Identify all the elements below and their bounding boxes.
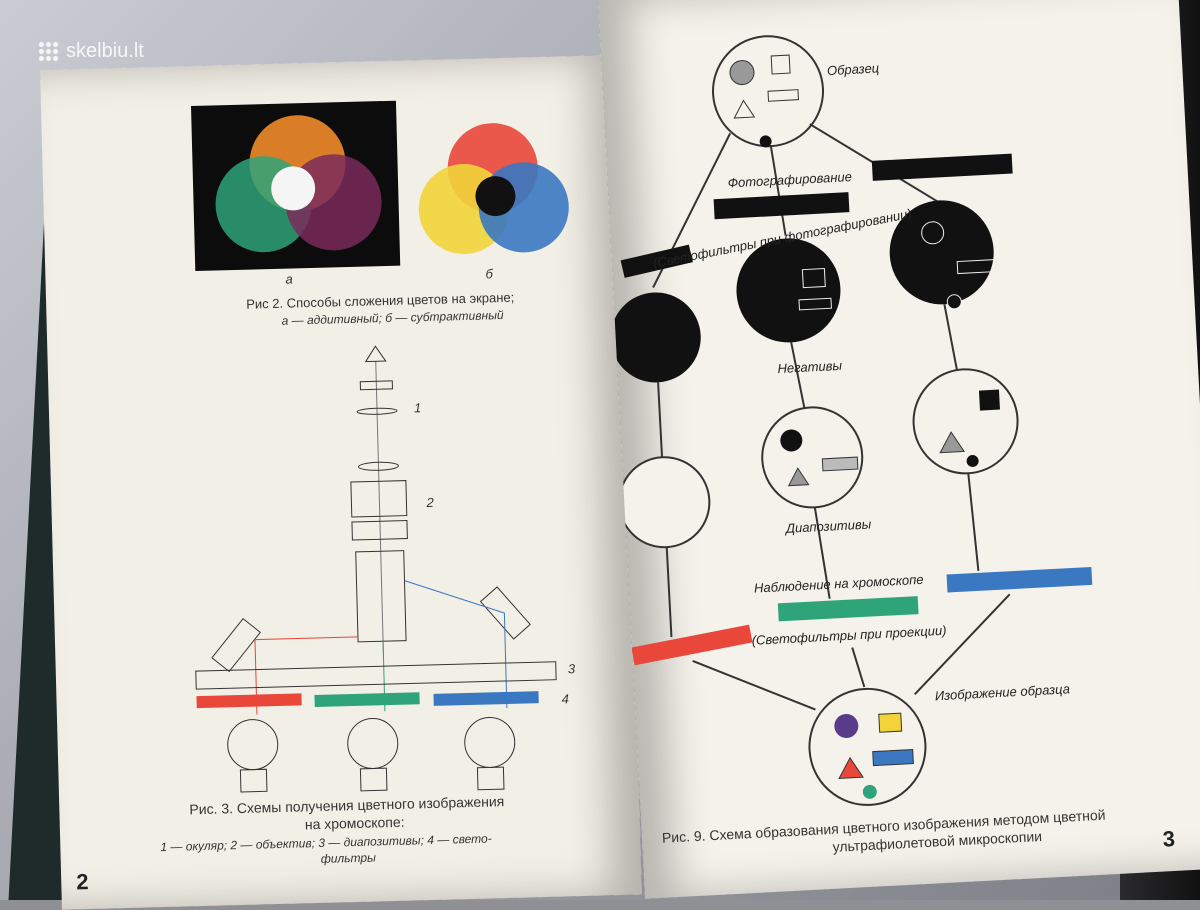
red-filter	[196, 693, 302, 709]
sample-bar	[767, 89, 800, 102]
eye-icon	[364, 345, 387, 363]
green-filter	[314, 692, 420, 708]
negative-right-circle	[921, 221, 945, 245]
negative-right	[889, 200, 994, 305]
objective-lens-2	[351, 520, 408, 541]
fig3-caption-2: на хромоскопе:	[304, 813, 405, 833]
fig3-num2: 2	[426, 494, 434, 511]
result-blue-bar	[872, 749, 914, 767]
negative-mid-bar	[798, 297, 832, 311]
eyepiece-lens-1	[359, 380, 393, 391]
negative-mid-square	[801, 267, 826, 289]
left-figures-svg	[190, 100, 569, 793]
line-neg-dia-right	[943, 304, 960, 377]
diapositive-strip	[195, 661, 557, 690]
left-mirror	[211, 617, 261, 673]
fig3-caption-4: фильтры	[320, 850, 377, 866]
left-page-number: 2	[75, 869, 89, 895]
additive-white-center	[271, 166, 316, 211]
watermark: skelbiu.lt	[38, 40, 144, 63]
dia-mid-triangle	[787, 467, 810, 487]
sample-grey-dot	[729, 60, 755, 86]
right-figures-svg	[610, 35, 1093, 806]
left-figures	[40, 55, 620, 793]
lamp-base-green	[359, 767, 388, 792]
negative-right-bar	[956, 259, 997, 275]
objective-lens-1	[357, 461, 399, 471]
projection-filter-blue	[946, 566, 1093, 593]
label-sample: Образец	[826, 60, 880, 79]
lamp-red	[227, 719, 279, 771]
right-page-number: 3	[1162, 825, 1176, 852]
optical-axis	[375, 361, 385, 662]
line-neg-dia-mid	[790, 342, 806, 410]
subtractive-black-center	[475, 176, 516, 217]
prism-block	[355, 550, 407, 643]
blue-beam	[404, 580, 508, 709]
sample-square	[770, 54, 791, 75]
right-mirror	[479, 586, 531, 640]
result-green-dot	[862, 784, 877, 799]
dia-right-dot	[966, 455, 979, 468]
dia-mid-black-dot	[780, 429, 803, 452]
right-page: Образец Фотографирование (Светофильтры п…	[598, 0, 1200, 899]
photo-filter-bar-right	[871, 153, 1013, 181]
lamp-base-red	[239, 768, 268, 793]
line-filter-result-left	[692, 660, 816, 711]
line-dia-filter-right	[967, 473, 980, 571]
watermark-dots-icon	[38, 40, 60, 63]
objective-block	[350, 480, 408, 518]
red-beam	[254, 636, 358, 715]
line-dia-filter-mid	[813, 507, 831, 599]
negative-mid	[736, 238, 841, 343]
sample-black-dot	[759, 135, 772, 148]
projection-filter-green	[777, 596, 919, 622]
negative-right-dot	[946, 294, 962, 310]
fig3-num4: 4	[561, 691, 570, 707]
lamp-blue	[464, 716, 516, 768]
fig2-label-b: б	[485, 266, 493, 282]
line-to-mid-neg	[769, 145, 787, 236]
line-dia-filter-left	[665, 547, 673, 638]
left-page: а б Рис 2. Способы сложения цветов на эк…	[40, 54, 642, 910]
line-filter-result-right	[914, 593, 1011, 696]
fig2-label-a: а	[285, 271, 293, 287]
blue-filter	[433, 691, 539, 706]
result-yellow-square	[878, 712, 903, 733]
dia-left	[618, 456, 711, 549]
lamp-green	[347, 718, 399, 770]
dia-mid-bar	[821, 456, 859, 472]
fig3-num1: 1	[413, 400, 422, 416]
dia-right-triangle	[939, 431, 966, 454]
dia-right-square	[978, 389, 1000, 411]
result-purple-dot	[834, 713, 859, 738]
line-neg-dia-left	[657, 382, 664, 458]
eyepiece-lens-2	[356, 407, 398, 415]
lamp-base-blue	[476, 766, 505, 791]
photo-filter-bar-left	[620, 244, 693, 278]
photo-filter-bar-mid	[713, 192, 850, 220]
line-filter-result-mid	[851, 647, 866, 688]
sample-triangle	[733, 99, 756, 119]
projection-filter-red	[631, 624, 753, 666]
result-red-triangle	[838, 756, 864, 779]
fig3-num3: 3	[567, 661, 576, 677]
watermark-text: skelbiu.lt	[66, 40, 144, 62]
dia-right	[912, 368, 1019, 475]
negative-left	[610, 292, 701, 383]
